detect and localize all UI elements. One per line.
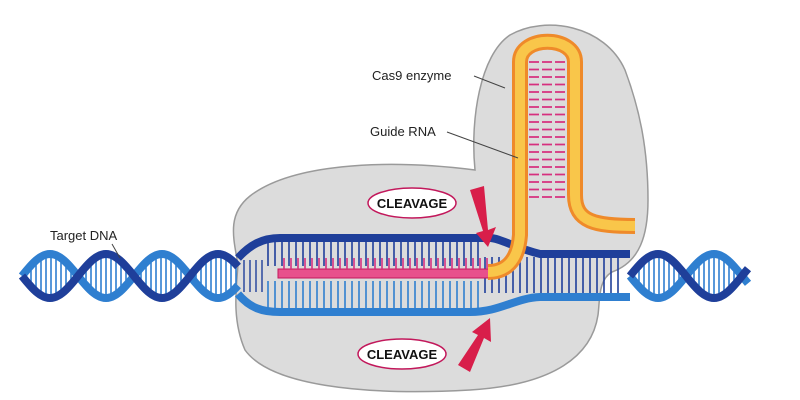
dna-rungs	[25, 242, 745, 308]
cleavage-arrow-top	[470, 186, 496, 247]
cas9-enzyme-label: Cas9 enzyme	[372, 68, 451, 83]
dna-strand-back	[626, 249, 752, 303]
guide-rna-leader-line	[446, 131, 519, 159]
cleavage-oval-bottom	[357, 338, 447, 370]
dna-strands	[18, 234, 752, 316]
dna-strand-front	[626, 249, 752, 303]
guide-rna-dna-hybrid	[277, 258, 491, 279]
guide-rna-label: Guide RNA	[370, 124, 436, 139]
guide-rna	[487, 33, 636, 280]
cas9-leader-line	[473, 75, 506, 89]
cleavage-oval-top	[367, 187, 457, 219]
dna-bottom-strand	[234, 291, 630, 316]
rna-hybrid-bar	[277, 268, 491, 279]
rna-hybrid-rungs	[283, 258, 488, 269]
cleavage-arrow-bottom	[458, 318, 491, 372]
target-dna-leader-line	[111, 243, 121, 259]
target-dna	[18, 234, 752, 316]
guide-rna-hairpin-rungs	[529, 61, 566, 198]
cleavage-label-top: CLEAVAGE	[377, 196, 448, 211]
dna-strand-front	[18, 249, 241, 303]
dna-strand-back	[18, 249, 241, 303]
target-dna-label: Target DNA	[50, 228, 118, 243]
cleavage-label-bottom: CLEAVAGE	[367, 347, 438, 362]
guide-rna-inner	[487, 36, 636, 277]
